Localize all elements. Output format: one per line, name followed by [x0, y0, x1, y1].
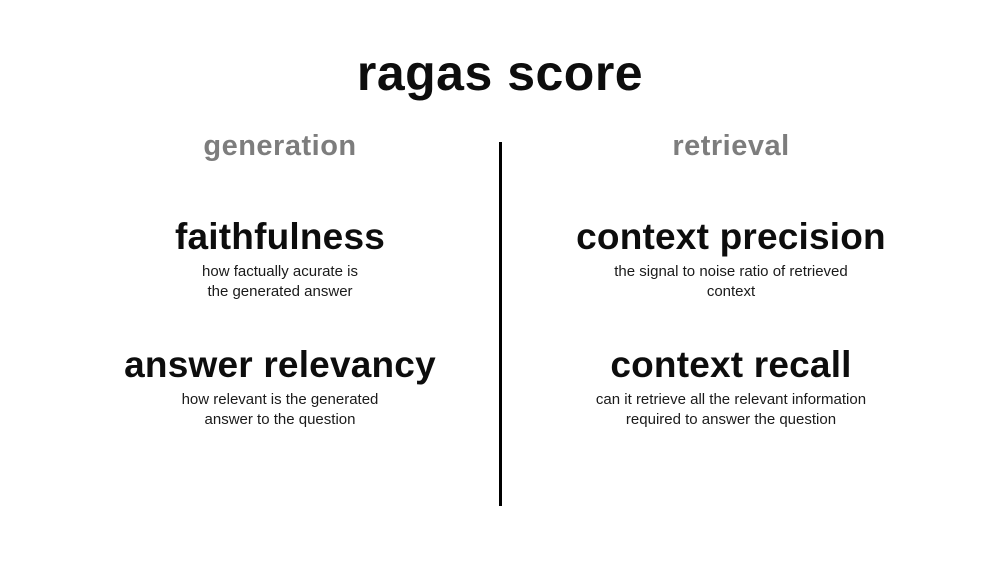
metric-answer-relevancy-description: how relevant is the generated answer to … [30, 390, 530, 430]
generation-column: generation faithfulness how factually ac… [30, 0, 530, 563]
metric-faithfulness-name: faithfulness [174, 216, 386, 257]
retrieval-column: retrieval context precision the signal t… [511, 0, 951, 563]
description-line: how factually acurate is [202, 263, 358, 280]
metric-context-precision-description: the signal to noise ratio of retrieved c… [511, 262, 951, 302]
page-title: ragas score [356, 45, 644, 101]
metric-answer-relevancy: answer relevancy how relevant is the gen… [30, 344, 530, 430]
metric-context-precision-name: context precision [576, 216, 886, 257]
description-line: the generated answer [207, 283, 353, 300]
metric-context-recall: context recall can it retrieve all the r… [511, 344, 951, 430]
metric-faithfulness: faithfulness how factually acurate is th… [30, 216, 530, 302]
metric-context-recall-name: context recall [610, 344, 852, 385]
column-divider [499, 142, 502, 506]
description-line: context [706, 283, 756, 300]
retrieval-column-header: retrieval [672, 130, 790, 162]
description-line: how relevant is the generated [181, 391, 379, 408]
description-line: can it retrieve all the relevant informa… [595, 391, 867, 408]
metric-context-precision: context precision the signal to noise ra… [511, 216, 951, 302]
description-line: the signal to noise ratio of retrieved [614, 263, 848, 280]
metric-context-recall-description: can it retrieve all the relevant informa… [511, 390, 951, 430]
description-line: required to answer the question [625, 411, 837, 428]
metric-answer-relevancy-name: answer relevancy [124, 344, 436, 385]
metric-faithfulness-description: how factually acurate is the generated a… [30, 262, 530, 302]
generation-column-header: generation [203, 130, 357, 162]
description-line: answer to the question [204, 411, 356, 428]
